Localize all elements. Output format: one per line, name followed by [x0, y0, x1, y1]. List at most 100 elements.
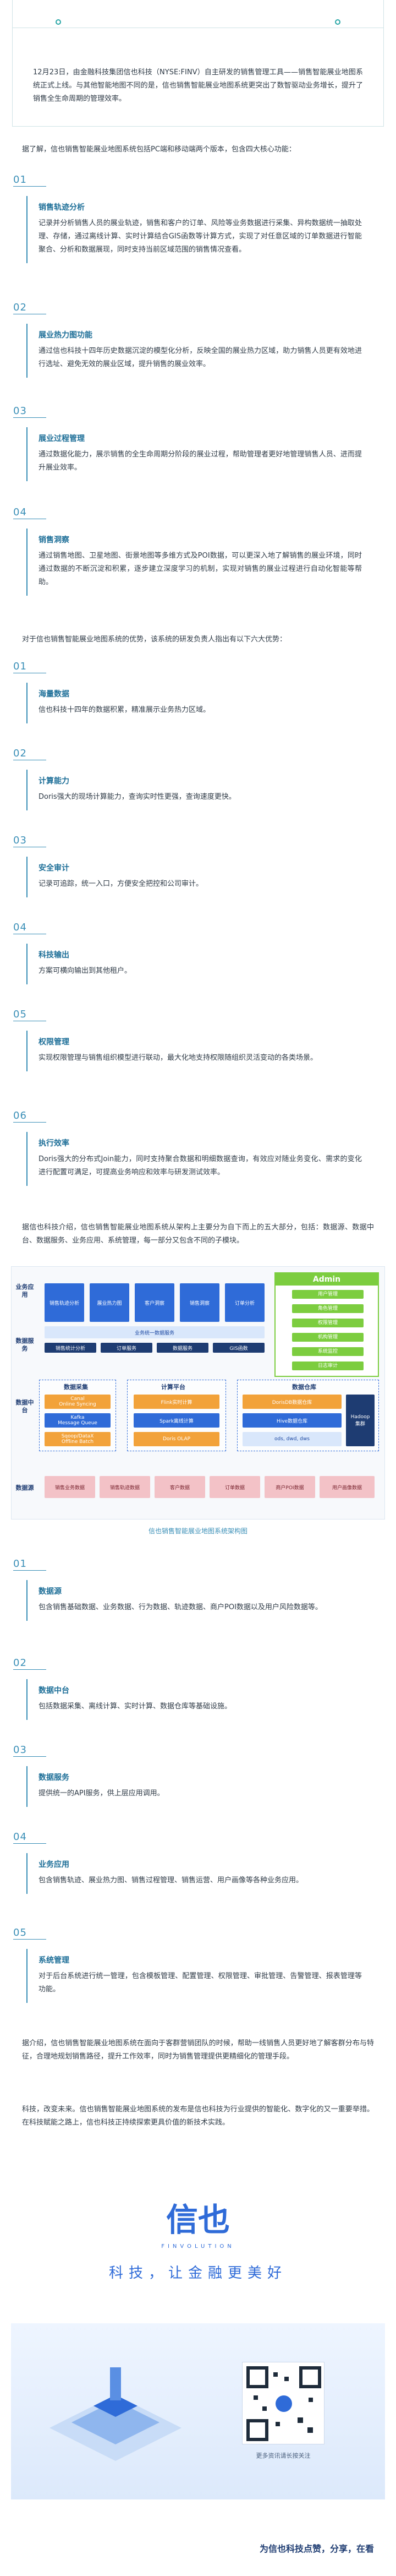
- section-text: 方案可横向输出到其他租户。: [38, 967, 132, 975]
- section-box: 科技输出 方案可横向输出到其他租户。: [26, 944, 370, 984]
- admin-item: 角色管理: [292, 1304, 364, 1313]
- app-sub-block: 业务统一数据服务: [45, 1326, 265, 1338]
- section-text: 通过销售地图、卫星地图、街景地图等多维方式及POI数据，可以更深入地了解销售的展…: [38, 552, 362, 586]
- admin-panel: Admin 用户管理 角色管理 权限管理 机构管理 系统监控 日志审计: [274, 1272, 379, 1377]
- lead-paragraph-3: 据信也科技介绍，信也销售智能展业地图系统从架构上主要分为自下而上的五大部分，包括…: [22, 1223, 374, 1245]
- service-block: GIS函数: [213, 1343, 265, 1353]
- layer-label-source: 数据源: [15, 1484, 34, 1491]
- section-box: 展业过程管理 通过数据化能力，展示销售的全生命周期分阶段的展业过程，帮助管理者更…: [26, 427, 370, 481]
- hadoop-block: Hadoop 集群: [346, 1395, 375, 1446]
- source-block: 商户POI数据: [265, 1476, 315, 1498]
- compute-block: Spark离线计算: [134, 1413, 219, 1428]
- app-block: 客户洞察: [135, 1283, 174, 1322]
- section-text: 信也科技十四年的数据积累，精准展示业务热力区域。: [38, 706, 211, 714]
- isometric-illustration: [50, 2367, 182, 2461]
- compute-block: Doris OLAP: [134, 1432, 219, 1446]
- section-title: 海量数据: [38, 690, 69, 699]
- qr-code[interactable]: [242, 2362, 324, 2444]
- qr-note: 更多资讯请长按关注: [256, 2452, 311, 2459]
- section-number: 04: [13, 507, 27, 518]
- collect-block: Canal Online Syncing: [45, 1395, 111, 1409]
- group-title: 数据采集: [64, 1384, 88, 1391]
- lead-paragraph-1: 据了解，信也销售智能展业地图系统包括PC端和移动端两个版本，包含四大核心功能：: [22, 145, 296, 154]
- number-underline: [13, 1939, 46, 1940]
- brand-subtitle: FINVOLUTION: [161, 2243, 235, 2250]
- section-box: 计算能力 Doris强大的现场计算能力，查询实时性更强，查询速度更快。: [26, 770, 370, 810]
- section-number: 01: [13, 1558, 27, 1570]
- section-number: 04: [13, 922, 27, 933]
- closing-paragraph-2: 科技，改变未来。信也销售智能展业地图系统的发布是信也科技为行业提供的智能化、数字…: [22, 2105, 374, 2127]
- section-title: 安全审计: [38, 864, 69, 873]
- service-block: 数据服务: [157, 1343, 208, 1353]
- section-box: 销售洞察 通过销售地图、卫星地图、街景地图等多维方式及POI数据，可以更深入地了…: [26, 529, 370, 596]
- section-number: 01: [13, 661, 27, 672]
- number-underline: [13, 1122, 46, 1123]
- section-title: 数据服务: [38, 1773, 69, 1782]
- section-box: 数据源 包含销售基础数据、业务数据、行为数据、轨迹数据、商户POI数据以及用户风…: [26, 1580, 370, 1621]
- section-number: 02: [13, 302, 27, 313]
- brand-logo: 信也: [160, 2197, 237, 2241]
- admin-item: 权限管理: [292, 1319, 364, 1327]
- section-text: 实现权限管理与销售组织模型进行联动，最大化地支持权限随组织灵活变动的各类场景。: [38, 1054, 318, 1062]
- diagram-caption: 信也销售智能展业地图系统架构图: [148, 1527, 248, 1535]
- pin-icon: [55, 19, 62, 25]
- service-block: 销售统计分析: [45, 1343, 96, 1353]
- group-title: 计算平台: [161, 1384, 185, 1391]
- section-text: 包含销售轨迹、展业热力图、销售过程管理、销售运营、用户画像等各种业务应用。: [38, 1876, 304, 1885]
- section-text: 对于后台系统进行统一管理，包含模板管理、配置管理、权限管理、审批管理、告警管理、…: [38, 1972, 362, 1994]
- source-block: 销售业务数据: [45, 1476, 95, 1498]
- section-number: 03: [13, 405, 27, 417]
- compute-block: Flink实时计算: [134, 1395, 219, 1409]
- warehouse-block: Hive数据仓库: [243, 1413, 342, 1428]
- section-number: 06: [13, 1110, 27, 1121]
- section-text: 通过信也科技十四年历史数据沉淀的模型化分析，反映全国的展业热力区域，助力销售人员…: [38, 347, 362, 368]
- section-text: 记录并分析销售人员的展业轨迹，销售和客户的订单、风险等业务数据进行采集、异构数据…: [38, 219, 362, 254]
- layer-label-platform: 数据中台: [15, 1399, 34, 1414]
- number-underline: [13, 1669, 46, 1670]
- app-block: 销售洞察: [180, 1283, 219, 1322]
- section-text: 通过数据化能力，展示销售的全生命周期分阶段的展业过程，帮助管理者更好地管理销售人…: [38, 450, 362, 472]
- brand-slogan: 科技，让金融更美好: [108, 2265, 287, 2281]
- section-number: 03: [13, 835, 27, 846]
- number-underline: [13, 1756, 46, 1757]
- section-number: 05: [13, 1927, 27, 1938]
- admin-title: Admin: [276, 1273, 378, 1286]
- app-block: 展业热力图: [90, 1283, 129, 1322]
- admin-item: 系统监控: [292, 1347, 364, 1356]
- section-box: 业务应用 包含销售轨迹、展业热力图、销售过程管理、销售运营、用户画像等各种业务应…: [26, 1853, 370, 1894]
- section-title: 科技输出: [38, 951, 69, 960]
- section-title: 展业过程管理: [38, 434, 85, 443]
- section-box: 展业热力图功能 通过信也科技十四年历史数据沉淀的模型化分析，反映全国的展业热力区…: [26, 324, 370, 378]
- collect-block: Sqoop/DataX Offline Batch: [45, 1432, 111, 1446]
- share-bar: 为信也科技点赞，分享，在看: [259, 2544, 374, 2554]
- source-block: 客户数据: [155, 1476, 205, 1498]
- section-text: 提供统一的API服务，供上层应用调用。: [38, 1789, 164, 1798]
- section-text: 包含销售基础数据、业务数据、行为数据、轨迹数据、商户POI数据以及用户风险数据等…: [38, 1603, 322, 1611]
- closing-paragraph-1: 据介绍，信也销售智能展业地图系统在面向于客群营销团队的时候，帮助一线销售人员更好…: [22, 2039, 374, 2061]
- brand-area: 信也 FINVOLUTION 科技，让金融更美好: [0, 2191, 396, 2296]
- section-title: 数据源: [38, 1587, 62, 1596]
- architecture-diagram: 业务应用 数据服务 数据中台 数据源 销售轨迹分析 展业热力图 客户洞察 销售洞…: [11, 1266, 385, 1535]
- admin-item: 机构管理: [292, 1333, 364, 1342]
- header-frame: [12, 0, 384, 127]
- section-box: 系统管理 对于后台系统进行统一管理，包含模板管理、配置管理、权限管理、审批管理、…: [26, 1949, 370, 2003]
- section-box: 权限管理 实现权限管理与销售组织模型进行联动，最大化地支持权限随组织灵活变动的各…: [26, 1031, 370, 1071]
- section-number: 04: [13, 1831, 27, 1843]
- section-box: 销售轨迹分析 记录并分析销售人员的展业轨迹，销售和客户的订单、风险等业务数据进行…: [26, 196, 370, 263]
- service-block: 订单服务: [101, 1343, 152, 1353]
- section-title: 计算能力: [38, 777, 69, 786]
- section-title: 销售洞察: [38, 536, 69, 544]
- section-number: 02: [13, 1657, 27, 1669]
- layer-label-app: 业务应用: [15, 1283, 34, 1298]
- warehouse-block: DorisDB数据仓库: [243, 1395, 342, 1409]
- brand-logo-text: 信也: [166, 2201, 230, 2239]
- section-box: 海量数据 信也科技十四年的数据积累，精准展示业务热力区域。: [26, 683, 370, 723]
- section-text: Doris强大的分布式Join能力，同时支持聚合数据和明细数据查询，有效应对随业…: [38, 1155, 362, 1177]
- warehouse-tag: ods, dwd, dws: [243, 1432, 342, 1446]
- intro-paragraph: 12月23日，由金融科技集团信也科技（NYSE:FINV）自主研发的销售管理工具…: [33, 68, 363, 103]
- follow-card: 更多资讯请长按关注: [11, 2323, 385, 2499]
- number-underline: [13, 417, 46, 418]
- number-underline: [13, 186, 46, 187]
- section-title: 数据中台: [38, 1686, 69, 1695]
